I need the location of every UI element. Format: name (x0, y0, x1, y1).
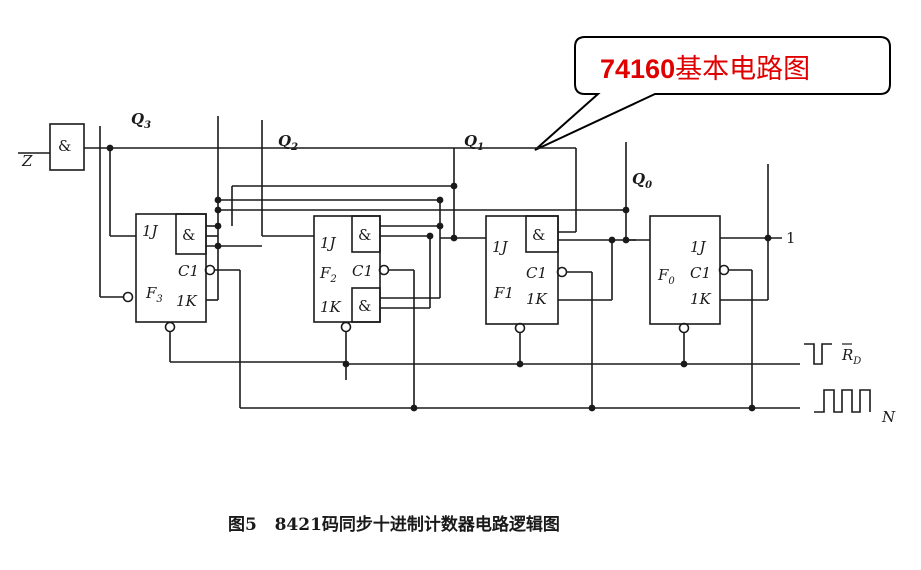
f1-and-label: & (532, 226, 545, 244)
f1-and-gate (525, 215, 559, 253)
f2-and-gate-bottom (351, 287, 381, 323)
f3-and-label: & (182, 226, 195, 244)
callout-text: 74160基本电路图 (600, 54, 810, 85)
clock-label: N (881, 408, 896, 426)
callout-number: 74160 (600, 54, 675, 84)
f0-c-label: C1 (690, 264, 711, 282)
clock-pulse-icon (814, 389, 871, 413)
f2-c-label: C1 (352, 262, 373, 280)
junctions (106, 144, 772, 412)
f0-name-label: F0 (657, 266, 675, 287)
input-z-label: Z (21, 152, 33, 170)
input-and-gate (49, 123, 85, 171)
reset-pulse-icon (804, 343, 832, 365)
f0-j-label: 1J (690, 238, 707, 256)
f2-and-bottom-label: & (358, 297, 371, 315)
f1-c-label: C1 (526, 264, 547, 282)
f1-name-label: F1 (493, 284, 514, 302)
q2-label: Q2 (278, 132, 298, 153)
f2-k-label: 1K (320, 298, 342, 316)
f1-k-label: 1K (526, 290, 548, 308)
f3-j-label: 1J (142, 222, 159, 240)
f0-k-label: 1K (690, 290, 712, 308)
f2-and-gate-top (351, 215, 381, 253)
f1-j-label: 1J (492, 238, 509, 256)
callout-title: 基本电路图 (675, 54, 810, 85)
f3-k-label: 1K (176, 292, 198, 310)
flipflop-f1 (485, 215, 559, 325)
const-one-label: 1 (786, 229, 796, 247)
q1-label: Q1 (464, 132, 484, 153)
f2-j-label: 1J (320, 234, 337, 252)
input-gate-and-label: & (58, 137, 71, 155)
f3-and-gate (175, 213, 207, 255)
f3-name-label: F3 (145, 284, 163, 305)
f2-name-label: F2 (319, 264, 337, 285)
figure-caption: 图5 8421码同步十进制计数器电路逻辑图 (228, 514, 560, 535)
q3-label: Q3 (131, 110, 151, 131)
q0-label: Q0 (632, 170, 652, 191)
f2-and-top-label: & (358, 226, 371, 244)
callout-bubble (534, 36, 891, 151)
reset-label: RD (841, 346, 861, 367)
f3-c-label: C1 (178, 262, 199, 280)
